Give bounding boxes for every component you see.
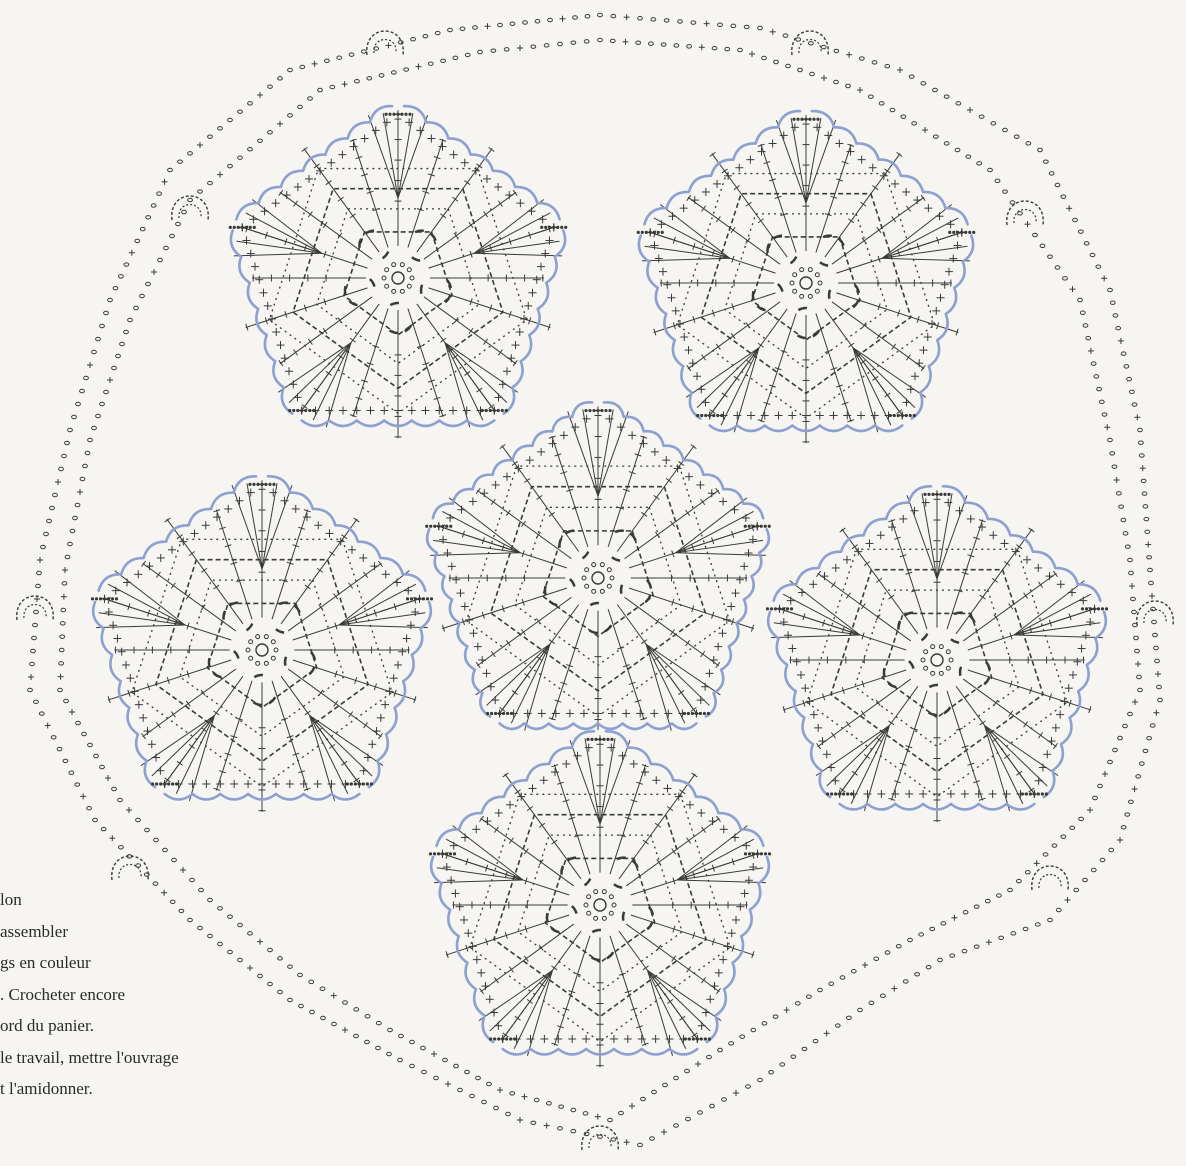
picot-loop [112, 856, 149, 880]
picot-loop [367, 31, 404, 55]
instruction-line: gs en couleur [0, 947, 310, 979]
pentagon-motif [229, 104, 568, 439]
instruction-text: lon assembler gs en couleur . Crocheter … [0, 884, 310, 1105]
pentagon-motif [766, 484, 1108, 822]
picot-loop [1032, 866, 1069, 890]
instruction-line: assembler [0, 916, 310, 948]
picot-loop [17, 596, 54, 620]
picot-loop [172, 196, 209, 220]
pentagon-motif [637, 109, 976, 444]
picot-loop [792, 31, 829, 55]
instruction-line: t l'amidonner. [0, 1073, 310, 1105]
picot-loop [1137, 601, 1174, 625]
instruction-line: ord du panier. [0, 1010, 310, 1042]
instruction-line: le travail, mettre l'ouvrage [0, 1042, 310, 1074]
instruction-line: lon [0, 884, 310, 916]
instruction-line: . Crocheter encore [0, 979, 310, 1011]
pentagon-motif [91, 474, 433, 812]
pentagon-motif [429, 729, 771, 1067]
pentagon-motif [425, 400, 771, 742]
